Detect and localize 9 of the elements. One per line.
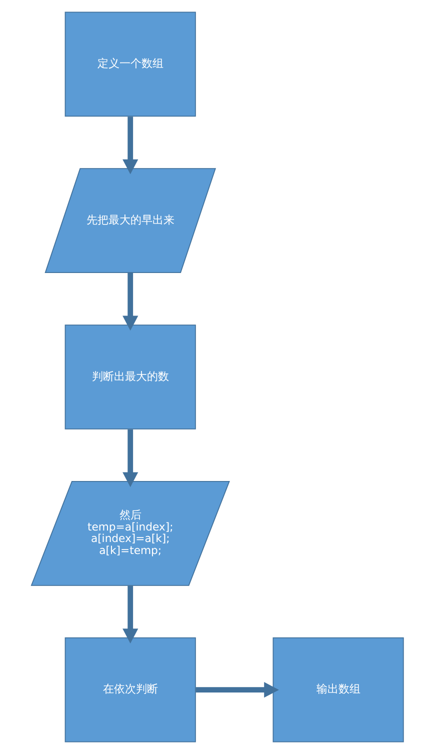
node-box: 定义一个数组: [64, 12, 196, 117]
arrow: [195, 682, 278, 698]
node-box: 判断出最大的数: [64, 324, 196, 430]
arrow: [122, 272, 138, 331]
node-box: 输出数组: [272, 637, 404, 742]
node-box: 在依次判断: [64, 637, 196, 742]
arrow: [122, 116, 138, 174]
arrow: [122, 586, 138, 644]
arrow: [122, 429, 138, 488]
